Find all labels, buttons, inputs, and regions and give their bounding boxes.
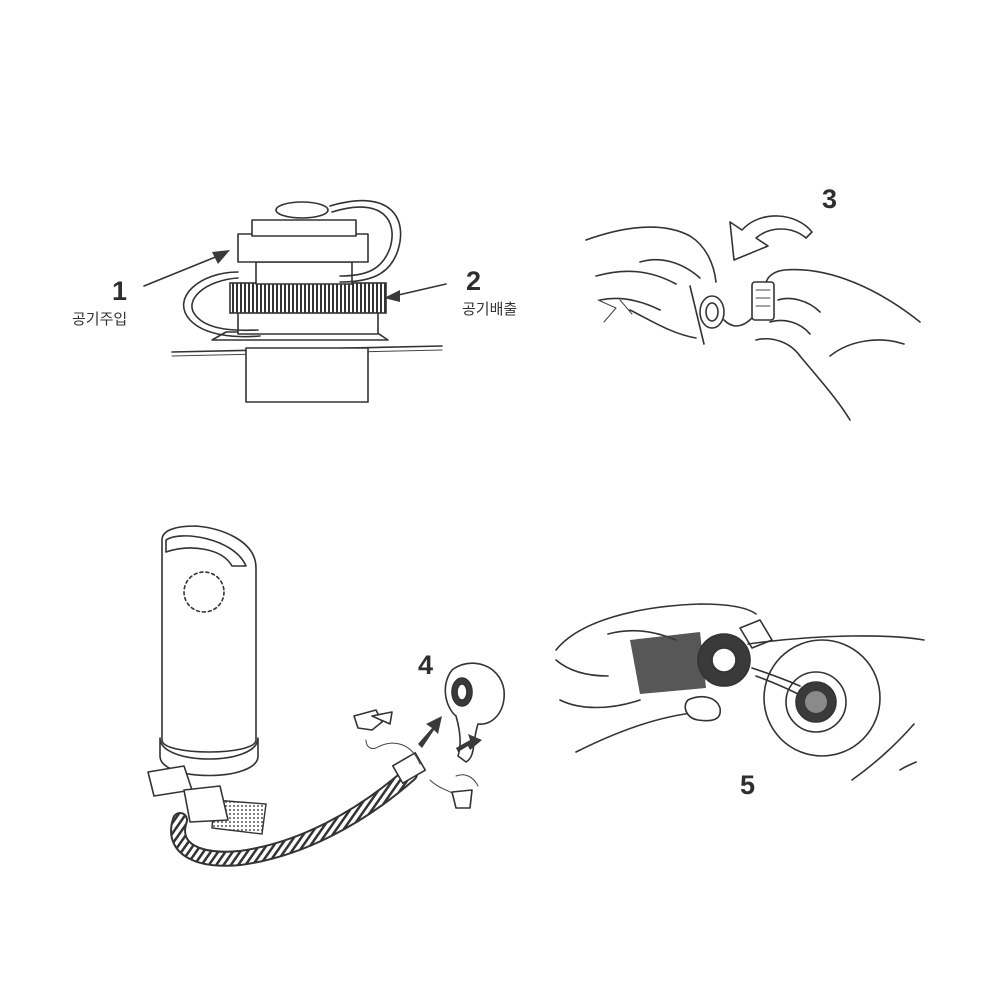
hands-connecting-illustration <box>585 215 921 421</box>
valve-insert-illustration <box>555 603 925 781</box>
valve-illustration <box>143 199 447 403</box>
step-4-number: 4 <box>418 650 434 680</box>
step-5-number: 5 <box>740 770 756 800</box>
step-2-number: 2 <box>466 266 482 296</box>
step-3-number: 3 <box>822 184 838 214</box>
pump-hose-illustration <box>147 525 505 867</box>
step-1-caption: 공기주입 <box>72 310 128 328</box>
step-2-caption: 공기배출 <box>462 300 518 318</box>
step-1-number: 1 <box>112 276 128 306</box>
